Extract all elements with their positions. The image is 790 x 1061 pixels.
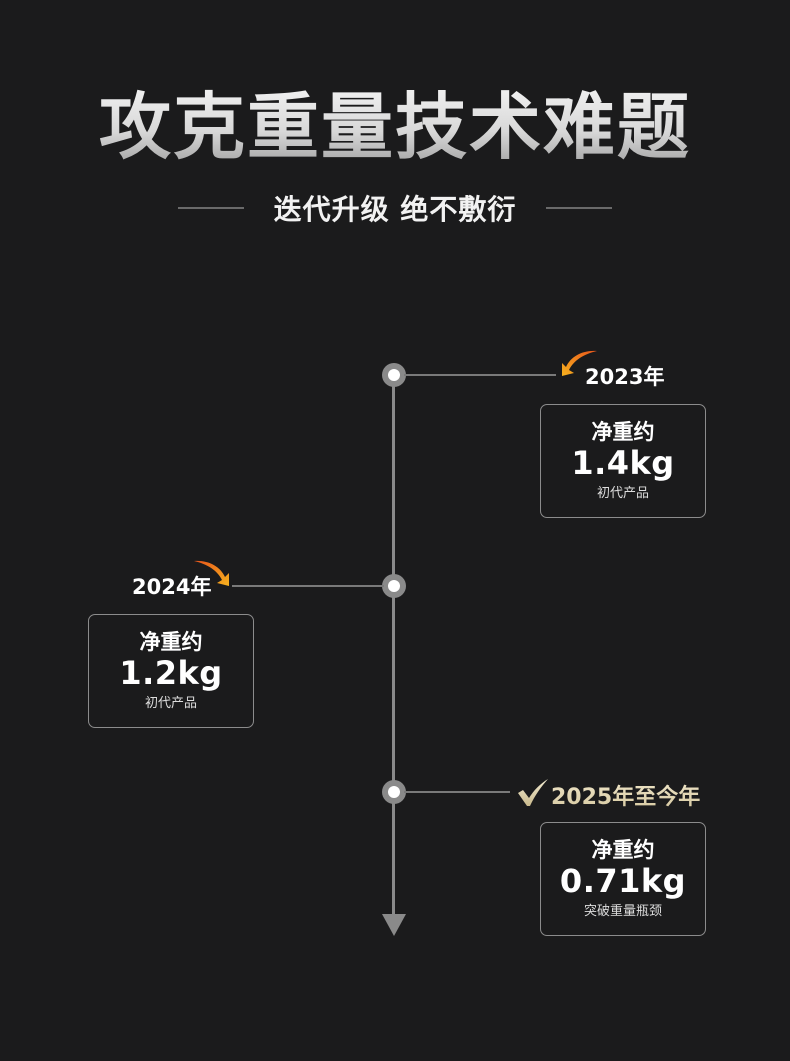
connector-2023 xyxy=(404,374,556,376)
milestone-year: 2023年 xyxy=(585,365,665,389)
card-weight-value: 1.4kg xyxy=(571,444,675,482)
milestone-year: 2024年 xyxy=(132,575,212,599)
milestone-card-2024: 净重约 1.2kg 初代产品 xyxy=(88,614,254,728)
checkmark-icon xyxy=(518,779,548,806)
card-weight-value: 1.2kg xyxy=(119,654,223,692)
timeline-arrow-down-icon xyxy=(382,914,406,936)
timeline-node-2024 xyxy=(382,574,406,598)
subtitle: 迭代升级 绝不敷衍 xyxy=(273,193,517,226)
milestone-year: 2025年至今年 xyxy=(551,779,700,811)
connector-2025 xyxy=(404,791,510,793)
curved-arrow-icon xyxy=(194,560,229,586)
card-weight-value: 0.71kg xyxy=(559,862,687,900)
card-note: 初代产品 xyxy=(596,486,649,501)
timeline-axis xyxy=(392,374,395,920)
timeline-node-2023 xyxy=(382,363,406,387)
timeline-node-2025 xyxy=(382,780,406,804)
card-label: 净重约 xyxy=(139,630,203,654)
card-note: 初代产品 xyxy=(144,696,197,711)
card-label: 净重约 xyxy=(591,420,655,444)
card-label: 净重约 xyxy=(591,838,655,862)
milestone-card-2025: 净重约 0.71kg 突破重量瓶颈 xyxy=(540,822,706,936)
card-note: 突破重量瓶颈 xyxy=(583,904,662,919)
milestone-card-2023: 净重约 1.4kg 初代产品 xyxy=(540,404,706,518)
subtitle-divider-right xyxy=(546,207,613,209)
subtitle-row: 迭代升级 绝不敷衍 xyxy=(0,188,790,228)
connector-2024 xyxy=(232,585,384,587)
curved-arrow-icon xyxy=(562,350,597,376)
page-title: 攻克重量技术难题 xyxy=(0,82,790,172)
subtitle-divider-left xyxy=(177,207,244,209)
